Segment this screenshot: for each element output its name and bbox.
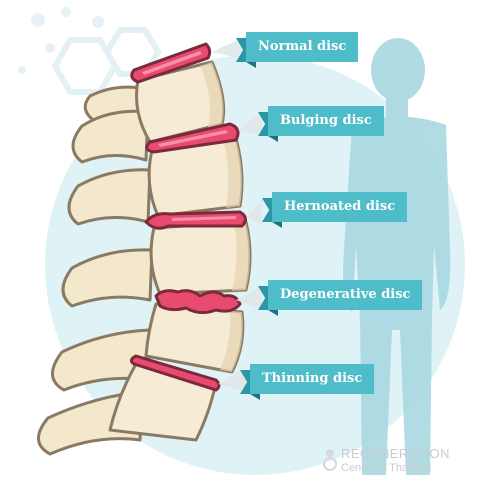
bone-shading xyxy=(200,62,250,372)
regeneration-logo: REGENERATION Center of Thailand xyxy=(323,444,463,478)
ribbon-fold xyxy=(246,62,256,68)
logo-line1: REGENERATION xyxy=(341,446,451,461)
ribbon-fold xyxy=(272,222,282,228)
label-bulging-disc-text: Bulging disc xyxy=(268,106,384,136)
ribbon-fold xyxy=(268,136,278,142)
spinous-processes xyxy=(37,85,154,456)
label-herniated-disc-text: Hernoated disc xyxy=(272,192,408,222)
ribbon-fold xyxy=(250,394,260,400)
label-normal-disc-text: Normal disc xyxy=(246,32,359,62)
thinning-disc-shape xyxy=(129,354,221,392)
label-thinning-disc-text: Thinning disc xyxy=(250,364,375,394)
decorative-dots xyxy=(18,7,104,74)
label-degenerative-disc-text: Degenerative disc xyxy=(268,280,423,310)
disc-highlights xyxy=(142,51,236,221)
ribbon-fold xyxy=(268,310,278,316)
logo-mark-icon xyxy=(323,449,337,471)
degenerative-disc-shape xyxy=(154,289,242,315)
logo-line2: Center of Thailand xyxy=(341,462,432,474)
label-connectors xyxy=(212,36,262,392)
